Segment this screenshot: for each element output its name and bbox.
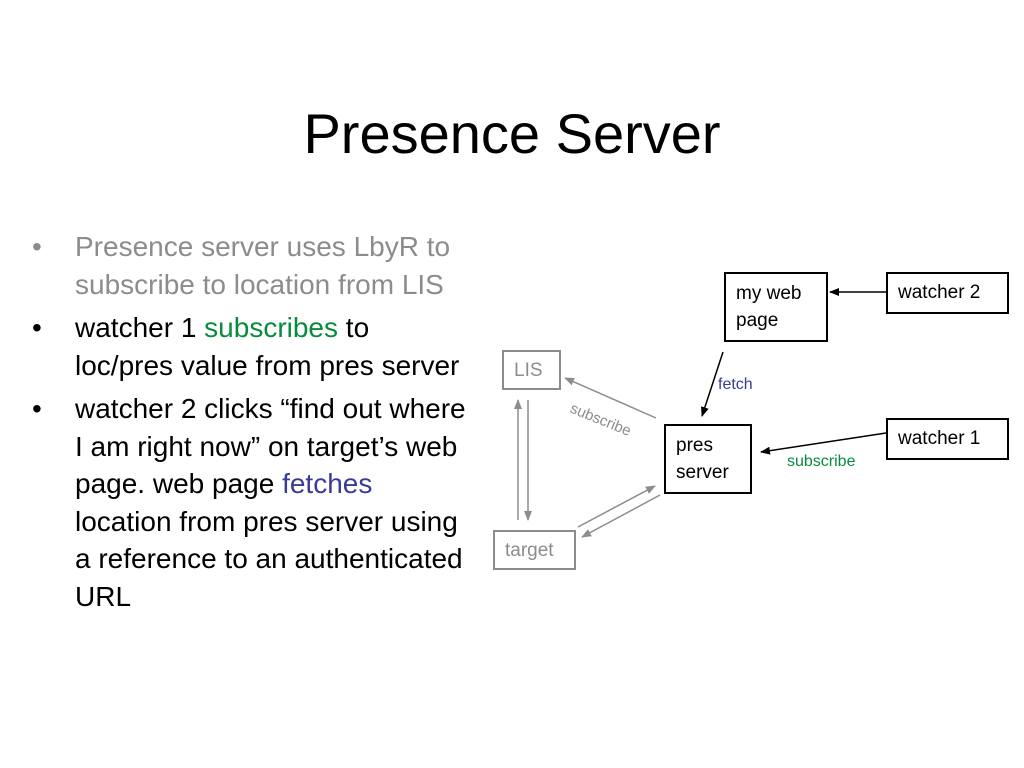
arrow-watcher1-subscribe-pres [760, 432, 887, 455]
arrow-target-to-pres [577, 485, 656, 528]
bullet-item: • watcher 2 clicks “find out where I am r… [28, 390, 468, 615]
arrow-pres-to-target [581, 494, 661, 538]
bullet-dot-icon: • [32, 312, 42, 343]
bullet-text: to loc/pres value from pres server [75, 312, 460, 381]
label-subscribe-green: subscribe [787, 453, 856, 470]
node-my-web-page: my web page [724, 272, 828, 342]
bullet-item: • Presence server uses LbyR to subscribe… [28, 228, 468, 303]
node-lis: LIS [502, 350, 561, 390]
bullet-item: • watcher 1 subscribes to loc/pres value … [28, 309, 468, 384]
bullet-highlight-fetches: fetches [282, 468, 373, 499]
bullet-highlight-subscribes: subscribes [204, 312, 339, 343]
label-fetch: fetch [718, 376, 753, 393]
arrow-pres-subscribe-lis [564, 377, 657, 419]
bullet-text: watcher 2 clicks “find out where I am ri… [75, 393, 466, 499]
bullet-dot-icon: • [32, 231, 42, 262]
bullet-dot-icon: • [32, 393, 42, 424]
arrow-webpage-fetch-pres [701, 351, 724, 417]
bullet-text: location from pres server using a refere… [75, 505, 463, 612]
bullet-text: watcher 1 [75, 312, 205, 343]
bullet-list: • Presence server uses LbyR to subscribe… [28, 228, 468, 621]
node-target: target [493, 530, 576, 570]
bullet-text: Presence server uses LbyR to subscribe t… [75, 231, 451, 300]
node-watcher-1: watcher 1 [886, 418, 1009, 460]
slide-title: Presence Server [303, 102, 721, 165]
node-pres-server: pres server [664, 424, 752, 494]
node-watcher-2: watcher 2 [886, 272, 1009, 314]
